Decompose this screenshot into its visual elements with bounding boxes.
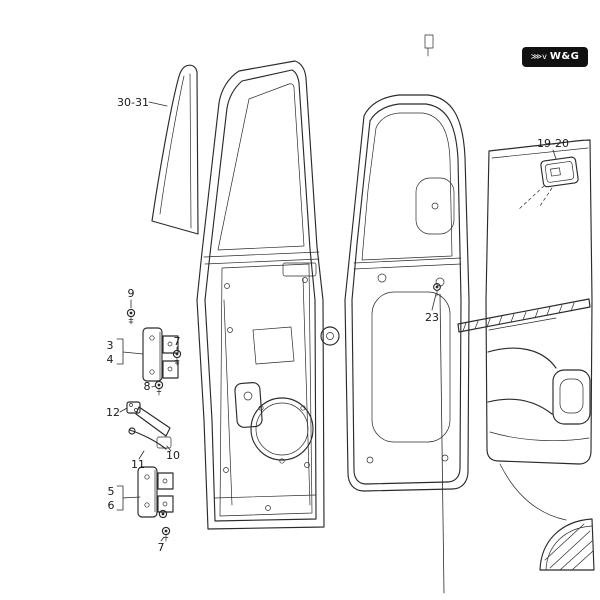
bolt-8 [154, 380, 164, 396]
bolt-9 [126, 308, 136, 325]
power-window-switch-bezel [540, 156, 579, 188]
callout-5: 5 [108, 485, 115, 498]
brand-badge: ⋙v W&G [522, 47, 588, 67]
speaker-grille [539, 518, 595, 571]
belt-molding [457, 298, 591, 333]
door-check-assembly [126, 401, 172, 450]
bolt-7-lower [161, 526, 171, 542]
bolt-23 [433, 283, 441, 297]
door-panel-assembly [196, 60, 340, 530]
callout-11: 11 [131, 458, 145, 471]
interior-trim-panel [457, 139, 595, 571]
callout-7-upper: 7 [174, 335, 181, 348]
callout-19-20: 19-20 [537, 137, 569, 150]
nut-lower [158, 509, 168, 519]
callout-6: 6 [108, 499, 115, 512]
callout-8: 8 [144, 380, 151, 393]
door-seal-shell [344, 94, 470, 492]
callout-7-lower: 7 [158, 541, 165, 554]
callout-4: 4 [107, 353, 114, 366]
callout-30-31: 30-31 [117, 96, 149, 109]
window-run-molding [151, 64, 199, 235]
callout-12: 12 [106, 406, 120, 419]
brand-label: W&G [549, 51, 580, 62]
callout-9: 9 [128, 287, 135, 300]
callout-10: 10 [166, 449, 180, 462]
leader-lines [116, 101, 557, 594]
callout-23: 23 [425, 311, 439, 324]
callouts: 30-31 19-20 23 9 3 4 7 8 12 11 10 5 6 7 [106, 96, 569, 554]
lower-hinge [137, 466, 174, 518]
brand-chevrons-icon: ⋙v [530, 52, 547, 61]
callout-3: 3 [107, 339, 114, 352]
top-clip [424, 34, 434, 57]
